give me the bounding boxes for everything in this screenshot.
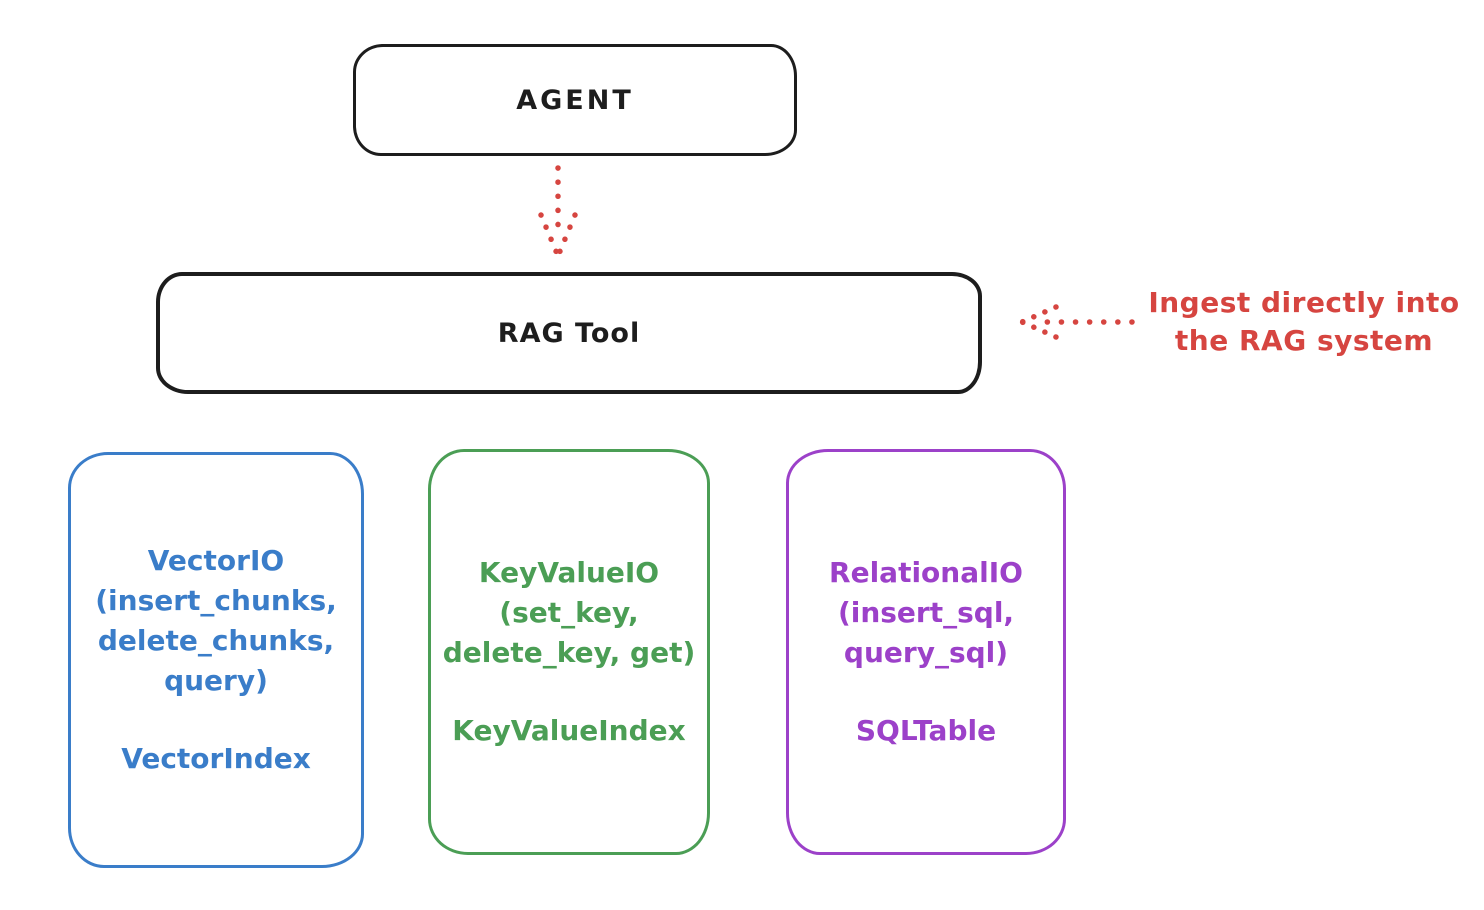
agent-box: AGENT — [353, 44, 797, 156]
relational-io-line: RelationalIO — [829, 556, 1023, 589]
rag-tool-box: RAG Tool — [156, 272, 982, 394]
sql-table-label: SQLTable — [855, 714, 997, 747]
keyvalue-io-line: KeyValueIO — [478, 556, 660, 589]
ingest-annotation-line1: Ingest directly into — [1148, 286, 1460, 319]
vector-io-line: delete_chunks, — [97, 624, 335, 657]
vector-io-line: (insert_chunks, — [95, 584, 337, 617]
relational-io-line: query_sql) — [843, 636, 1009, 669]
keyvalue-io-line: (set_key, — [499, 596, 639, 629]
vector-io-line: VectorIO — [147, 544, 285, 577]
agent-box-label: AGENT — [516, 84, 634, 116]
relational-io-line: (insert_sql, — [837, 596, 1015, 629]
keyvalue-io-box: KeyValueIO (set_key, delete_key, get) Ke… — [428, 449, 710, 855]
relational-io-box: RelationalIO (insert_sql, query_sql) SQL… — [786, 449, 1066, 855]
keyvalue-index-label: KeyValueIndex — [452, 714, 686, 747]
vector-io-box: VectorIO (insert_chunks, delete_chunks, … — [68, 452, 364, 868]
keyvalue-io-line: delete_key, get) — [442, 636, 696, 669]
ingest-annotation: Ingest directly into the RAG system — [1128, 284, 1480, 360]
ingest-left-arrow-icon — [1019, 304, 1135, 340]
vector-io-line: query) — [164, 664, 268, 697]
vector-index-label: VectorIndex — [121, 742, 311, 775]
ingest-annotation-line2: the RAG system — [1174, 324, 1434, 357]
rag-tool-box-label: RAG Tool — [497, 317, 641, 349]
agent-to-rag-down-arrow-icon — [538, 165, 578, 259]
